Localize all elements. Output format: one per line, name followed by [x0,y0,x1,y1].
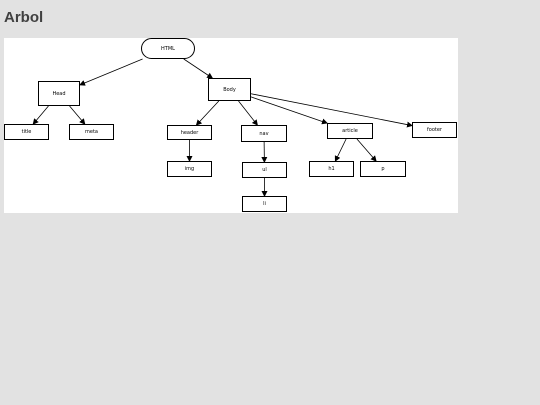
node-footer: footer [412,122,457,138]
edge-body-footer [250,93,413,128]
tree-edges [32,58,413,197]
node-p: p [360,161,406,177]
node-body: Body [208,78,251,101]
edge-body-header [195,100,220,126]
edge-head-meta [69,105,86,125]
node-header: header [167,125,212,140]
edge-html-head [79,58,143,86]
node-head: Head [38,81,80,106]
edge-article-p [356,138,377,162]
node-img: img [167,161,212,177]
node-nav: nav [241,125,287,142]
node-ul: ul [242,162,287,178]
node-title: title [4,124,49,140]
node-meta: meta [69,124,114,140]
node-article: article [327,123,373,139]
edge-body-article [250,96,328,125]
node-html: HTML [141,38,195,59]
edge-head-title [32,105,49,125]
page-title: Arbol [4,9,44,26]
edge-article-h1 [334,138,347,162]
node-li: li [242,196,287,212]
edge-html-body [183,58,214,79]
tree-diagram: HTML Head Body title meta header nav art… [4,38,458,213]
edge-body-nav [238,100,258,126]
node-h1: h1 [309,161,354,177]
